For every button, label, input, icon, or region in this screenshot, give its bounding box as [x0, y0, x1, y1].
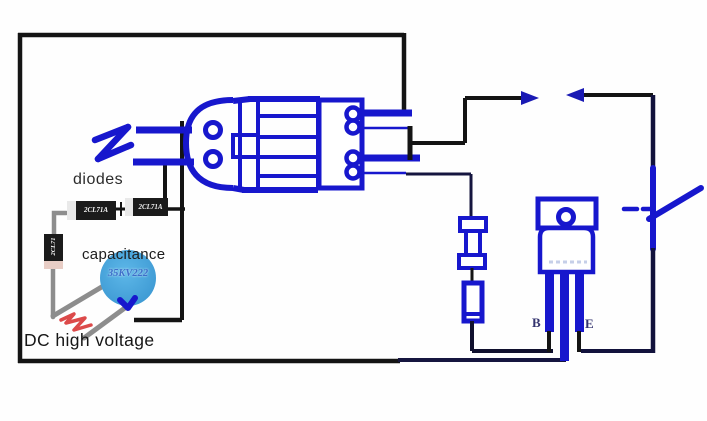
power-transistor [535, 196, 599, 361]
transistor-leg-e [575, 272, 584, 332]
ac-input-icon [91, 123, 135, 163]
hv-gray-wires [50, 210, 136, 341]
resistor-to-base-wire [470, 321, 553, 353]
dc-high-voltage-caption: DC high voltage [24, 330, 155, 350]
frame-border [17, 32, 407, 364]
resistor-fuse [457, 216, 488, 270]
switch [621, 165, 704, 252]
spark-zigzag [59, 312, 93, 332]
transistor-pin-e-label: E [585, 316, 594, 331]
primary-to-diodes-wires [116, 121, 185, 323]
spark-gap-wires [407, 93, 653, 160]
diode-vertical-model: 2CL71 [50, 237, 57, 256]
capacitor-marking: 35KV222 [107, 268, 149, 279]
primary-wires [133, 126, 194, 166]
diodes-caption: diodes [73, 171, 124, 188]
spark-gap-left-arrow-icon [521, 91, 539, 105]
transistor-leg-leads [547, 331, 581, 352]
diode-vertical [44, 234, 63, 269]
spark-gap-right-arrow-icon [566, 88, 584, 102]
resistor-lower [461, 280, 485, 324]
diode-h2-model: 2CL71A [138, 203, 163, 211]
capacitor-lead-arrow-icon [117, 295, 138, 311]
diode-h1-model: 2CL71A [83, 206, 109, 214]
flyback-transformer [182, 96, 420, 193]
diode-h1 [67, 201, 116, 220]
switch-to-emitter-wire [581, 248, 656, 353]
transistor-leg-b [545, 272, 554, 332]
diode-h2 [125, 198, 168, 216]
transistor-pin-b-label: B [532, 315, 541, 330]
secondary-to-resistor-wire [406, 172, 473, 219]
hv-capacitor [100, 250, 156, 306]
transistor-leg-c [560, 272, 569, 361]
capacitance-caption: capacitance [82, 246, 166, 263]
